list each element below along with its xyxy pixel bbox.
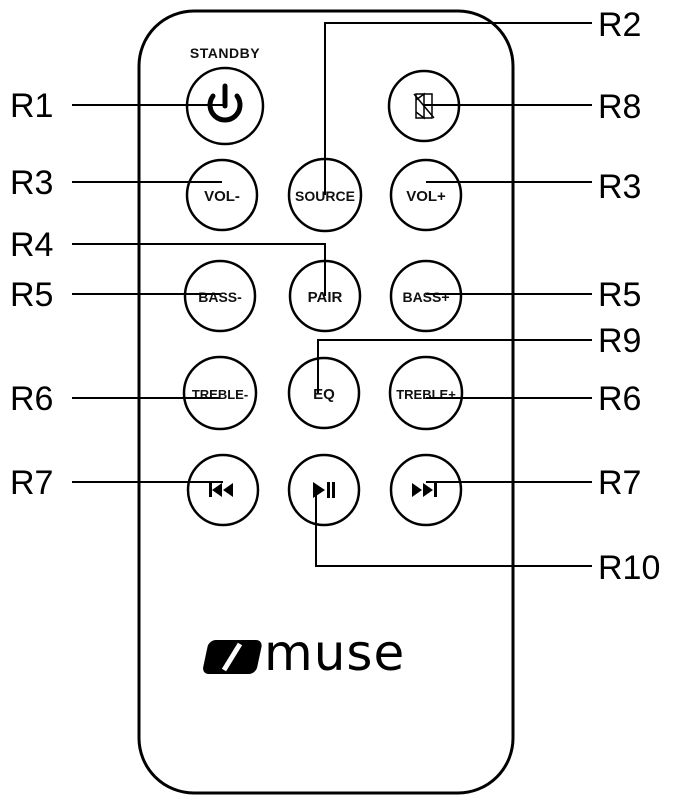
vol-up-button[interactable]: VOL+ (389, 158, 463, 232)
muse-logo: muse (203, 624, 405, 682)
bass-down-label: BASS- (198, 289, 242, 305)
callout-r2: R2 (598, 6, 641, 44)
vol-up-label: VOL+ (406, 188, 446, 205)
next-track-button[interactable] (389, 453, 463, 527)
previous-track-icon (209, 483, 233, 497)
callout-r3-right: R3 (598, 168, 641, 206)
callout-r5-left: R5 (10, 276, 53, 314)
bass-up-button[interactable]: BASS+ (389, 259, 463, 333)
leader-r9 (317, 339, 592, 393)
callout-r1: R1 (10, 87, 53, 125)
bass-up-label: BASS+ (402, 289, 449, 305)
treble-down-button[interactable]: TREBLE- (182, 355, 258, 431)
callout-r6-right: R6 (598, 380, 641, 418)
callout-r9: R9 (598, 322, 641, 360)
callout-r8: R8 (598, 88, 641, 126)
eq-button[interactable]: EQ (287, 356, 361, 430)
treble-down-label: TREBLE- (192, 387, 248, 402)
pair-label: PAIR (308, 289, 343, 306)
logo-text: muse (264, 624, 405, 682)
standby-label: STANDBY (190, 45, 260, 61)
leader-r2 (324, 22, 592, 195)
leader-lines (72, 22, 592, 567)
treble-up-label: TREBLE+ (396, 387, 456, 402)
play-pause-button[interactable] (287, 453, 361, 527)
callout-r10: R10 (598, 549, 660, 587)
bass-down-button[interactable]: BASS- (183, 259, 257, 333)
vol-down-button[interactable]: VOL- (185, 158, 259, 232)
muse-logo-mark-icon (203, 640, 262, 674)
previous-track-button[interactable] (186, 453, 260, 527)
callout-r4: R4 (10, 226, 53, 264)
leader-r4 (72, 243, 326, 296)
treble-up-button[interactable]: TREBLE+ (388, 355, 464, 431)
vol-down-label: VOL- (204, 188, 240, 205)
next-track-icon (412, 483, 437, 497)
callout-r7-right: R7 (598, 464, 641, 502)
leader-r10 (315, 490, 592, 567)
callout-r6-left: R6 (10, 380, 53, 418)
callout-r7-left: R7 (10, 464, 53, 502)
callout-r3-left: R3 (10, 164, 53, 202)
callout-r5-right: R5 (598, 276, 641, 314)
source-label: SOURCE (295, 188, 355, 204)
eq-label: EQ (313, 386, 335, 403)
